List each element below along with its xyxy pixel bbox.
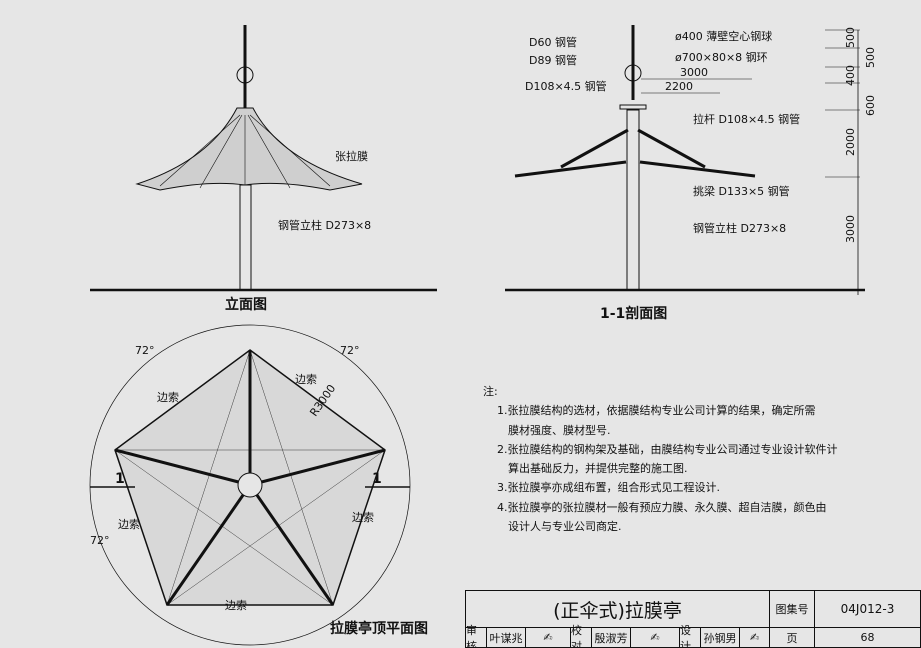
- column-label: 钢管立柱 D273×8: [278, 219, 372, 232]
- angle-label: 72°: [135, 344, 155, 357]
- notes: 注: 1.张拉膜结构的选材，依据膜结构专业公司计算的结果，确定所需 膜材强度、膜…: [483, 382, 838, 536]
- section-mark: 1: [115, 471, 125, 487]
- vdim: 500: [844, 27, 857, 48]
- section-mark: 1: [372, 471, 382, 487]
- check-label: 校对: [570, 624, 592, 648]
- plan-title: 拉膜亭顶平面图: [330, 621, 428, 637]
- vdim: 3000: [844, 215, 857, 243]
- note-line: 设计人与专业公司商定.: [497, 519, 622, 533]
- vdim: 400: [844, 65, 857, 86]
- checker-name: 殷淑芳: [591, 627, 631, 648]
- ball-label: ø400 薄壁空心钢球: [675, 30, 773, 43]
- dim-2200: 2200: [665, 80, 693, 93]
- beam-label: 挑梁 D133×5 钢管: [693, 185, 790, 198]
- design-label: 设计: [679, 624, 701, 648]
- d60-label: D60 钢管: [529, 36, 577, 49]
- d108-label: D108×4.5 钢管: [525, 80, 607, 93]
- sheet-title: (正伞式)拉膜亭: [465, 590, 770, 628]
- designer-name: 孙钢男: [700, 627, 740, 648]
- dim-3000: 3000: [680, 66, 708, 79]
- angle-label: 72°: [340, 344, 360, 357]
- note-line: 1.张拉膜结构的选材，依据膜结构专业公司计算的结果，确定所需: [497, 404, 816, 418]
- elevation-title: 立面图: [225, 297, 267, 313]
- note-line: 2.张拉膜结构的钢构架及基础，由膜结构专业公司通过专业设计软件计: [497, 442, 838, 456]
- vdim: 2000: [844, 128, 857, 156]
- note-line: 3.张拉膜亭亦成组布置，组合形式见工程设计.: [497, 481, 720, 495]
- section-column-label: 钢管立柱 D273×8: [693, 222, 787, 235]
- atlas-label: 图集号: [769, 590, 815, 628]
- checker-signature: ✍: [630, 627, 680, 648]
- edge-cable-label: 边索: [157, 391, 179, 404]
- edge-cable-label: 边索: [352, 511, 374, 524]
- edge-cable-label: 边索: [118, 518, 140, 531]
- tie-label: 拉杆 D108×4.5 钢管: [693, 113, 801, 126]
- note-line: 算出基础反力，并提供完整的施工图.: [497, 462, 688, 475]
- note-line: 膜材强度、膜材型号.: [497, 423, 611, 437]
- reviewer-name: 叶谋兆: [486, 627, 526, 648]
- designer-signature: ✍: [739, 627, 770, 648]
- edge-cable-label: 边索: [295, 373, 317, 386]
- section-title: 1-1剖面图: [600, 306, 668, 322]
- notes-heading: 注:: [483, 385, 498, 398]
- membrane-label: 张拉膜: [335, 150, 368, 163]
- ring-label: ø700×80×8 钢环: [675, 51, 768, 64]
- edge-cable-label: 边索: [225, 599, 247, 612]
- review-label: 审核: [465, 624, 487, 648]
- atlas-number: 04J012-3: [814, 590, 921, 628]
- page-label: 页: [769, 627, 815, 648]
- d89-label: D89 钢管: [529, 54, 577, 67]
- vdim: 500: [864, 47, 877, 68]
- reviewer-signature: ✍: [525, 627, 571, 648]
- vdim: 600: [864, 95, 877, 116]
- note-line: 4.张拉膜亭的张拉膜材一般有预应力膜、永久膜、超自洁膜，颜色由: [497, 500, 827, 514]
- page-number: 68: [814, 627, 921, 648]
- angle-label: 72°: [90, 534, 110, 547]
